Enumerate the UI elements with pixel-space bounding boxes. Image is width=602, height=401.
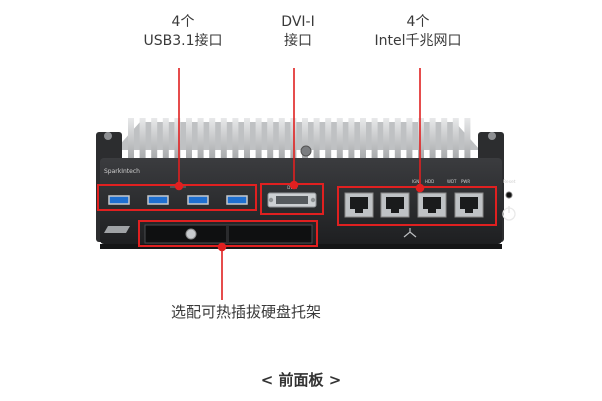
heatsink-fin: [452, 118, 459, 158]
lan-ports-label: 4个 Intel千兆网口: [348, 13, 488, 51]
tray-highlight-box: [138, 220, 318, 247]
usb-port: [147, 195, 169, 205]
heatsink-fin: [267, 118, 274, 158]
heatsink-fin: [348, 118, 355, 158]
lan-count-text: 4个: [406, 14, 430, 30]
heatsink: [115, 118, 480, 158]
heatsink-fin: [244, 118, 250, 158]
reset-button: [505, 191, 513, 199]
heatsink-fin: [174, 118, 181, 158]
heatsink-fin: [220, 118, 227, 158]
screw-icon: [488, 132, 496, 140]
heatsink-fin: [394, 118, 401, 158]
tray-thumbscrew-icon: [185, 228, 197, 240]
heatsink-fin: [255, 118, 262, 158]
dvi-sub-text: 接口: [284, 33, 312, 49]
heatsink-fin: [139, 118, 146, 158]
usb-ports-label: 4个 USB3.1接口: [118, 13, 248, 51]
led-label-ign: IGN: [412, 179, 419, 184]
usb-port: [108, 195, 130, 205]
rj45-port: [454, 192, 484, 218]
led-label-hdd: HDD: [425, 179, 434, 184]
heatsink-fin: [464, 118, 471, 158]
heatsink-fin: [371, 118, 378, 158]
led-label-pwr: PWR: [461, 179, 470, 184]
heatsink-fin: [197, 118, 204, 158]
power-icon: [502, 206, 516, 221]
heatsink-fin: [162, 118, 169, 158]
reset-label: Reset: [503, 179, 516, 185]
led-label-wdt: WDT: [447, 179, 457, 184]
lan-ports: IGN HDD WDT PWR: [337, 179, 497, 238]
heatsink-fin: [441, 118, 448, 158]
callout-lines: [174, 68, 425, 300]
heatsink-fin: [383, 118, 390, 158]
heatsink-fin: [325, 118, 332, 158]
heatsink-fin: [406, 118, 413, 158]
usb-ports: [97, 184, 257, 211]
network-icon: [403, 228, 417, 238]
brand-logo: SparkIntech: [104, 168, 140, 175]
heatsink-fin: [429, 118, 436, 158]
heatsink-fin: [232, 118, 239, 158]
heatsink-fin: [336, 118, 343, 158]
rj45-port: [380, 192, 410, 218]
heatsink-fin: [313, 118, 320, 158]
lan-name-text: Intel千兆网口: [374, 33, 462, 49]
hdd-tray: [104, 220, 318, 247]
heatsink-fin: [128, 118, 134, 158]
heatsink-fin: [151, 118, 158, 158]
front-panel-caption: < 前面板 >: [260, 371, 342, 389]
usb-name-text: USB3.1接口: [143, 33, 223, 49]
heatsink-fin: [209, 118, 216, 158]
dvi-name-text: DVI-I: [281, 14, 315, 30]
hdd-tray-label: 选配可热插拔硬盘托架: [170, 303, 321, 321]
screw-icon: [300, 145, 312, 157]
heatsink-fin: [360, 118, 366, 158]
screw-icon: [104, 132, 112, 140]
usb-count-text: 4个: [171, 14, 195, 30]
usb-port: [226, 195, 248, 205]
dvi-port-label: DVI-I 接口: [246, 13, 350, 51]
rj45-port: [417, 192, 447, 218]
heatsink-fin: [418, 118, 424, 158]
heatsink-fin: [186, 118, 192, 158]
heatsink-fin: [302, 118, 308, 158]
usb-port: [187, 195, 209, 205]
rj45-port: [344, 192, 374, 218]
heatsink-fin: [278, 118, 285, 158]
decorative-stripe: [104, 226, 130, 233]
